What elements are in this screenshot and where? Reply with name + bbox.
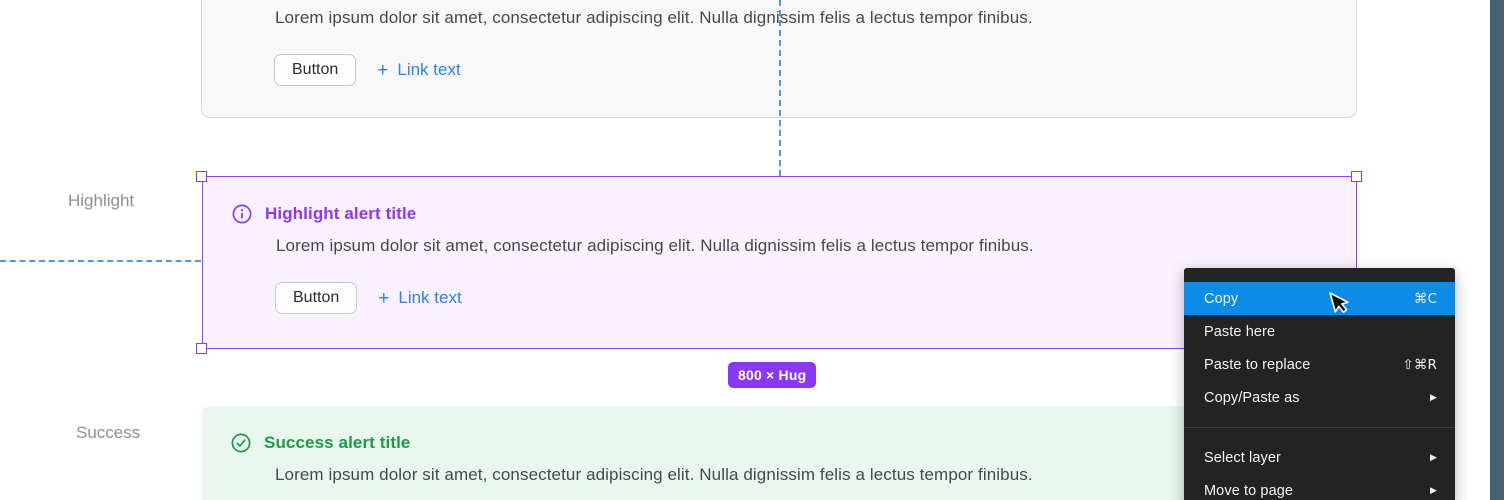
menu-item-label: Copy <box>1204 290 1239 307</box>
alert-body-text: Lorem ipsum dolor sit amet, consectetur … <box>275 8 1033 27</box>
plus-icon: + <box>377 59 389 81</box>
selection-handle-bottom-left[interactable] <box>196 343 207 354</box>
canvas-label-success: Success <box>76 423 141 442</box>
submenu-arrow-icon: ▶ <box>1429 392 1437 403</box>
alert-link-label: Link text <box>398 288 462 307</box>
context-menu: Copy ⌘C Paste here Paste to replace ⇧⌘R … <box>1184 268 1455 500</box>
info-icon <box>232 204 252 224</box>
alert-title: Highlight alert title <box>265 204 417 223</box>
horizontal-alignment-guide <box>0 260 201 262</box>
right-edge-panel-strip <box>1490 0 1504 500</box>
menu-separator <box>1184 427 1455 428</box>
alert-card-success[interactable]: Success alert title Lorem ipsum dolor si… <box>202 406 1357 500</box>
menu-item-label: Paste to replace <box>1204 356 1311 373</box>
alert-link[interactable]: + Link text <box>378 288 461 308</box>
alert-body-text: Lorem ipsum dolor sit amet, consectetur … <box>275 465 1033 484</box>
canvas-label-highlight: Highlight <box>68 191 135 210</box>
menu-item-label: Move to page <box>1204 482 1294 499</box>
selection-size-badge: 800 × Hug <box>728 362 817 388</box>
menu-shortcut: ⌘C <box>1413 290 1437 307</box>
menu-shortcut: ⇧⌘R <box>1402 356 1437 373</box>
menu-item-label: Select layer <box>1204 449 1281 466</box>
menu-item-select-layer[interactable]: Select layer ▶ <box>1184 441 1455 474</box>
mouse-cursor-icon <box>1329 292 1349 314</box>
menu-item-copy-paste-as[interactable]: Copy/Paste as ▶ <box>1184 381 1455 414</box>
plus-icon: + <box>378 287 390 309</box>
alert-body-text: Lorem ipsum dolor sit amet, consectetur … <box>276 236 1034 255</box>
submenu-arrow-icon: ▶ <box>1429 452 1437 463</box>
menu-item-move-to-page[interactable]: Move to page ▶ <box>1184 474 1455 500</box>
menu-item-paste-here[interactable]: Paste here <box>1184 315 1455 348</box>
alert-button[interactable]: Button <box>275 282 358 314</box>
menu-item-label: Paste here <box>1204 323 1276 340</box>
alert-card-highlight[interactable]: Highlight alert title Lorem ipsum dolor … <box>202 176 1357 349</box>
alert-title: Success alert title <box>264 433 411 452</box>
menu-item-label: Copy/Paste as <box>1204 389 1300 406</box>
alert-link-label: Link text <box>397 60 461 79</box>
selection-handle-top-left[interactable] <box>196 171 207 182</box>
alert-button[interactable]: Button <box>274 54 357 86</box>
submenu-arrow-icon: ▶ <box>1429 485 1437 496</box>
check-circle-icon <box>231 433 251 453</box>
menu-item-paste-to-replace[interactable]: Paste to replace ⇧⌘R <box>1184 348 1455 381</box>
selection-handle-top-right[interactable] <box>1351 171 1362 182</box>
alert-link[interactable]: + Link text <box>377 60 460 80</box>
menu-item-copy[interactable]: Copy ⌘C <box>1184 282 1455 315</box>
vertical-alignment-guide <box>779 0 781 176</box>
